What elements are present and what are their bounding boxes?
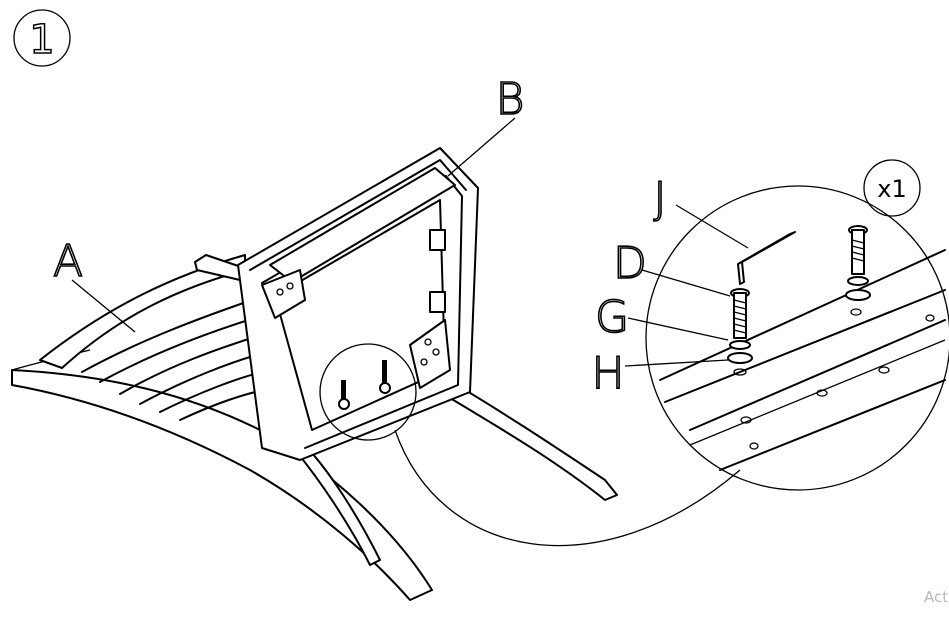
label-h: H — [591, 348, 624, 399]
step-circle — [13, 9, 71, 67]
label-a: A — [53, 236, 83, 287]
quantity-badge: x1 — [863, 159, 921, 217]
spring-washer-icon — [729, 340, 751, 350]
zoom-connector — [394, 429, 741, 547]
label-j: J — [654, 173, 667, 224]
step-number-badge: 1 — [13, 9, 71, 67]
detail-view: x1 — [645, 159, 949, 491]
hex-key-icon — [737, 231, 796, 285]
label-g: G — [595, 292, 629, 343]
bolt-icon-right — [845, 225, 871, 301]
backrest-frame — [237, 147, 479, 461]
detail-circle — [645, 185, 949, 491]
bolt-icon — [730, 288, 750, 339]
chair-seat-frame — [11, 254, 618, 601]
flat-washer-icon — [727, 352, 753, 364]
step-number: 1 — [29, 17, 54, 63]
part-labels: A B J D G H — [52, 73, 749, 400]
label-b: B — [496, 74, 525, 125]
quantity-circle — [863, 159, 921, 217]
zoom-source-circle — [319, 343, 417, 441]
label-d: D — [613, 238, 647, 289]
quantity-label: x1 — [877, 175, 906, 203]
watermark-text: Act — [924, 588, 948, 606]
